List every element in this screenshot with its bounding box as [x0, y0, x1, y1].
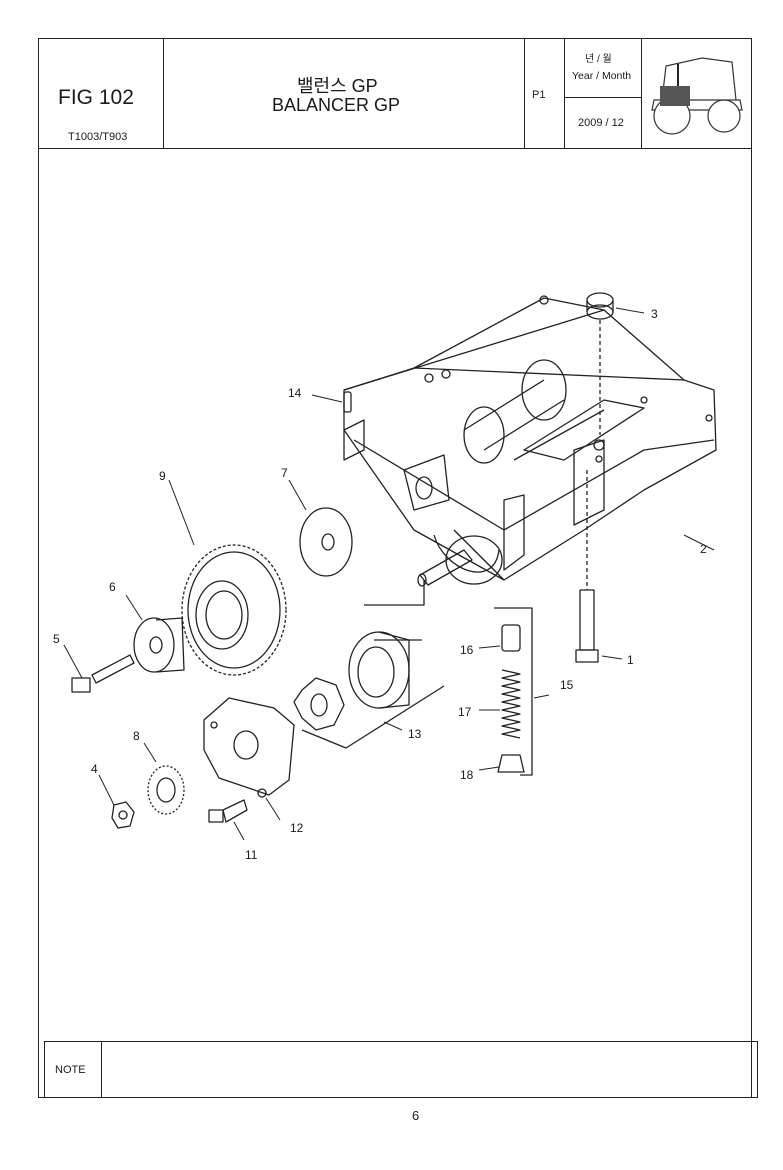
- thrust-washer: [299, 507, 353, 577]
- tractor-icon: [651, 57, 743, 135]
- callout-3: 3: [651, 307, 658, 321]
- dowel-pin: [343, 391, 352, 413]
- year-month-label-korean: 년 / 월: [585, 54, 612, 65]
- bushing: [586, 292, 614, 435]
- note-label: NOTE: [55, 1064, 86, 1076]
- title-english: BALANCER GP: [272, 95, 401, 115]
- callout-11: 11: [245, 848, 258, 862]
- callout-12: 12: [290, 821, 304, 835]
- hex-bolt-short: [208, 799, 248, 823]
- year-month-value: 2009 / 12: [578, 117, 624, 129]
- bracket-lines: [301, 580, 445, 749]
- callout-7: 7: [281, 466, 288, 480]
- pump-cover: [203, 697, 295, 798]
- note-block: [44, 1041, 758, 1098]
- callout-13: 13: [408, 727, 422, 741]
- relief-valve-plug: [497, 754, 525, 773]
- valve-bracket: [494, 607, 533, 776]
- callout-2: 2: [700, 542, 707, 556]
- callout-5: 5: [53, 632, 60, 646]
- drive-gear: [147, 765, 185, 815]
- callout-14: 14: [288, 386, 302, 400]
- oil-pump-rotor-outer: [348, 631, 410, 709]
- relief-valve-plunger: [501, 624, 521, 652]
- balancer-shaft-end: [417, 549, 473, 587]
- callout-8: 8: [133, 729, 140, 743]
- note-divider: [44, 1041, 102, 1098]
- balancer-gear: [181, 544, 287, 676]
- title-korean: 밸런스 GP: [297, 76, 378, 96]
- callout-1: 1: [627, 653, 634, 667]
- balancer-housing: [343, 295, 717, 585]
- hex-nut: [111, 801, 135, 829]
- header-divider-1: [38, 38, 164, 149]
- page-number: 6: [412, 1108, 420, 1123]
- hex-bolt-long: [71, 654, 135, 693]
- page-code: P1: [532, 89, 546, 101]
- figure-number: FIG 102: [58, 86, 134, 109]
- callout-15: 15: [560, 678, 574, 692]
- shaft-collar: [133, 617, 185, 673]
- model-code: T1003/T903: [68, 131, 128, 143]
- callout-9: 9: [159, 469, 166, 483]
- mounting-bolt: [575, 470, 599, 663]
- header-divider-3: [525, 38, 565, 149]
- callout-17: 17: [458, 705, 472, 719]
- header-divider-2: [164, 38, 525, 149]
- callout-18: 18: [460, 768, 474, 782]
- callout-16: 16: [460, 643, 474, 657]
- oil-pump-rotor-inner: [293, 677, 345, 731]
- year-month-label: Year / Month: [572, 70, 632, 82]
- header-block: [38, 38, 752, 149]
- relief-valve-spring: [501, 669, 521, 739]
- callout-6: 6: [109, 580, 116, 594]
- callout-4: 4: [91, 762, 98, 776]
- leader-lines: [63, 307, 715, 841]
- header-divider-4: [565, 38, 642, 149]
- parts-diagram: [63, 292, 717, 841]
- year-month-divider: [565, 97, 642, 98]
